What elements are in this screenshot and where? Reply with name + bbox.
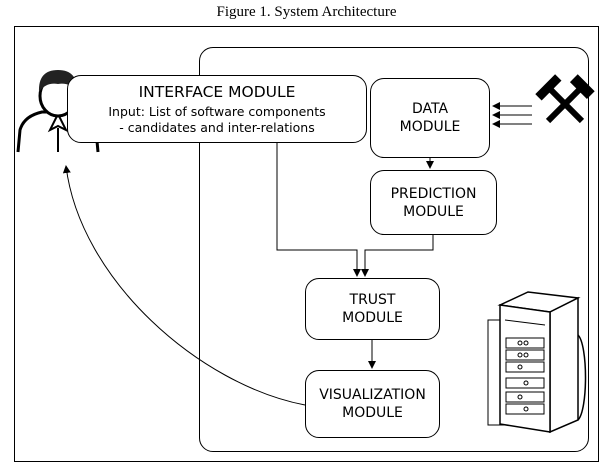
arrow-visualization-to-user [62,165,306,406]
figure-caption: Figure 1. System Architecture [216,4,397,20]
trust-module-box: TRUST MODULE [305,278,440,340]
interface-module-title: INTERFACE MODULE [138,83,296,101]
arrow-interface-to-trust [276,143,361,277]
arrow-prediction-to-trust [361,235,434,277]
data-module-line2: MODULE [399,119,461,135]
interface-module-box: INTERFACE MODULE Input: List of software… [67,75,367,143]
prediction-module-box: PREDICTION MODULE [370,170,497,235]
server-cable-right [577,334,587,421]
outer-frame [14,26,599,462]
visualization-module-line1: VISUALIZATION [319,387,426,403]
system-boundary [199,47,589,452]
prediction-module-line2: MODULE [403,203,464,220]
prediction-module-line1: PREDICTION [390,185,477,202]
interface-module-desc-line2: - candidates and inter-relations [119,120,315,135]
visualization-module-box: VISUALIZATION MODULE [305,370,440,438]
visualization-module-line2: MODULE [342,405,403,421]
interface-module-desc-line1: Input: List of software components [108,104,326,119]
trust-module-line2: MODULE [342,310,403,326]
data-module-line1: DATA [411,101,449,117]
trust-module-line1: TRUST [349,292,396,308]
data-module-box: DATA MODULE [370,78,490,158]
